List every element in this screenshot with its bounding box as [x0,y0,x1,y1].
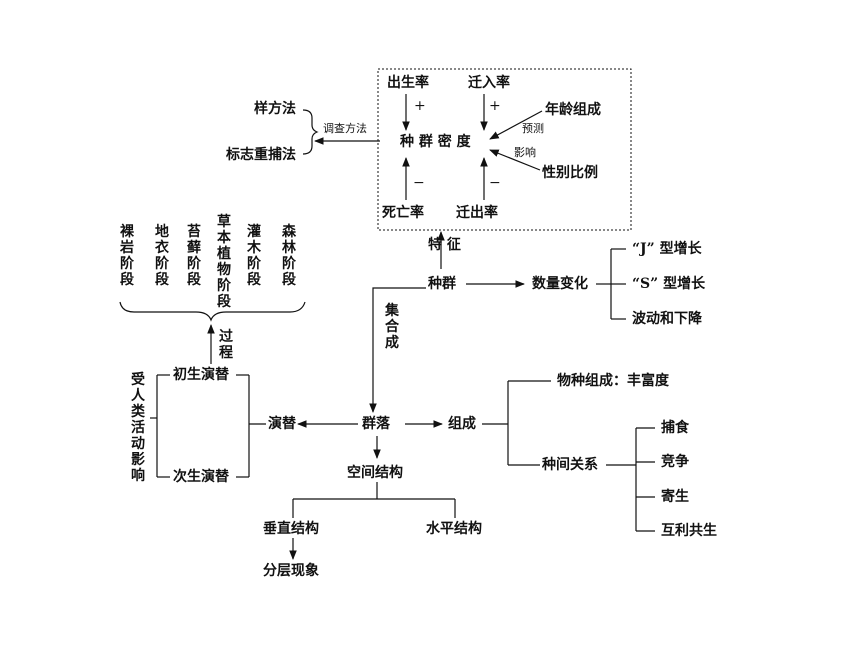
feature-label: 特 征 [428,237,461,253]
immigration-plus: + [489,98,501,114]
emigration-minus: − [489,175,501,191]
stage-moss: 苔藓阶段 [187,224,201,288]
sex-ratio: 性别比例 [542,165,598,181]
j-growth: “J” 型增长 [632,241,702,257]
immigration-rate: 迁入率 [468,75,510,91]
stages-brace [119,301,306,322]
age-structure: 年龄组成 [545,102,601,118]
predict-label: 预测 [522,122,544,135]
birth-plus: + [414,98,426,114]
death-minus: − [413,175,425,191]
stage-forest: 森林阶段 [282,224,296,288]
aggregate-label: 集合成 [385,303,399,351]
population-dotted-box [377,68,632,231]
s-growth: “S” 型增长 [632,276,706,292]
process-label: 过程 [219,329,233,361]
succession-node: 演替 [268,416,296,432]
primary-succession: 初生演替 [173,367,229,383]
relation-mutualism: 互利共生 [661,523,717,539]
age-arrow [489,110,543,140]
mark-recapture-method: 标志重捕法 [226,147,296,163]
survey-brace [302,109,319,155]
community-node: 群落 [362,416,390,432]
birth-rate: 出生率 [387,75,429,91]
relation-parasitism: 寄生 [661,489,689,505]
aggregate-arrow [369,287,426,413]
horizontal-structure: 水平结构 [426,521,482,537]
fluctuation-decline: 波动和下降 [632,311,702,327]
stage-lichen: 地衣阶段 [155,224,169,288]
interspecific-relations: 种间关系 [542,457,598,473]
species-richness: 物种组成：丰富度 [557,373,669,389]
spatial-structure: 空间结构 [347,465,403,481]
population-node: 种群 [428,276,456,292]
population-density: 种 群 密 度 [400,134,471,150]
vertical-structure: 垂直结构 [263,521,319,537]
survey-method-label: 调查方法 [323,122,367,135]
stratification: 分层现象 [263,563,319,579]
stage-shrub: 灌木阶段 [247,224,261,288]
stage-bare-rock: 裸岩阶段 [120,224,134,288]
sex-arrow [489,149,541,171]
secondary-succession: 次生演替 [173,469,229,485]
relation-predation: 捕食 [661,420,689,436]
human-influence: 受人类活动影响 [131,372,145,484]
quadrat-method: 样方法 [254,101,296,117]
quantity-change: 数量变化 [532,276,588,292]
relation-competition: 竞争 [661,454,689,470]
influence-label: 影响 [514,146,536,159]
stage-herbaceous: 草本植物阶段 [217,214,231,310]
composition: 组成 [448,416,476,432]
death-rate: 死亡率 [382,205,424,221]
emigration-rate: 迁出率 [456,205,498,221]
